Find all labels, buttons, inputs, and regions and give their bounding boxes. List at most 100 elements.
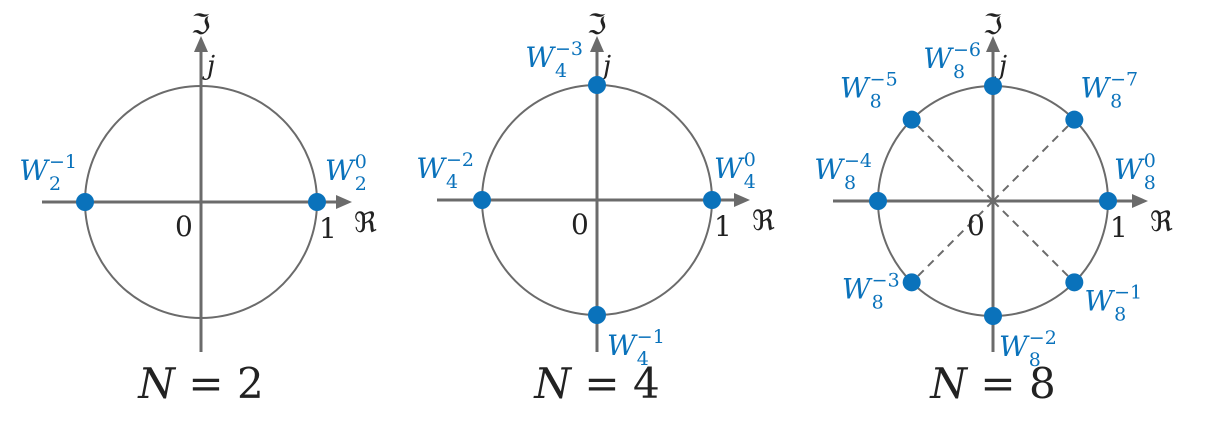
one-label: 1: [319, 212, 337, 245]
root-subscript: 4: [446, 171, 458, 193]
root-point: [902, 110, 921, 129]
root-point: [308, 193, 326, 211]
caption-variable: N: [137, 359, 176, 408]
root-point: [1065, 273, 1084, 292]
imag-axis-arrow-icon: [194, 36, 208, 52]
root-point: [1099, 192, 1117, 210]
root-exponent: −3: [555, 38, 583, 60]
root-exponent: −2: [446, 149, 474, 171]
root-exponent: −4: [844, 150, 872, 172]
root-symbol: W: [814, 153, 845, 186]
root-symbol: W: [999, 330, 1030, 363]
root-subscript: 4: [637, 348, 649, 370]
real-axis-arrow-icon: [734, 193, 750, 207]
root-label: W−12: [19, 151, 77, 195]
root-subscript: 8: [1110, 91, 1122, 113]
real-axis-label: ℜ: [1150, 205, 1173, 238]
root-point: [473, 191, 491, 209]
root-spoke: [910, 200, 994, 284]
root-spoke: [992, 200, 1076, 284]
root-exponent: −6: [953, 39, 981, 61]
real-axis-label: ℜ: [752, 204, 775, 237]
root-point: [902, 273, 921, 292]
root-subscript: 2: [49, 173, 61, 195]
real-axis-arrow-icon: [1132, 194, 1148, 208]
root-subscript: 8: [1114, 303, 1126, 325]
root-symbol: W: [842, 272, 873, 305]
root-point: [588, 306, 606, 324]
root-point: [984, 307, 1002, 325]
root-symbol: W: [525, 41, 556, 74]
caption-value: 4: [633, 359, 660, 408]
root-exponent: −5: [870, 69, 898, 91]
root-point: [984, 77, 1002, 95]
imag-axis-label: ℑ: [587, 8, 607, 41]
origin-label: 0: [175, 210, 193, 243]
root-symbol: W: [923, 42, 954, 75]
root-subscript: 8: [872, 291, 884, 313]
root-subscript: 4: [744, 171, 756, 193]
root-label: W−34: [525, 38, 583, 82]
caption-equals: =: [175, 359, 237, 408]
root-exponent: −1: [49, 151, 77, 173]
root-label: W−38: [842, 269, 900, 313]
root-subscript: 4: [555, 60, 567, 82]
origin-label: 0: [571, 208, 589, 241]
root-spoke: [910, 118, 994, 202]
real-axis-arrow-icon: [336, 195, 352, 209]
root-label: W−58: [840, 69, 898, 113]
root-label: W−24: [416, 149, 474, 193]
root-label: W−14: [607, 326, 665, 370]
origin-label: 0: [967, 209, 985, 242]
root-symbol: W: [325, 154, 356, 187]
root-label: W−48: [814, 150, 872, 194]
imag-unit-label: j: [202, 51, 215, 81]
diagram-caption: N = 8: [929, 359, 1055, 408]
root-label: W−68: [923, 39, 981, 83]
caption-equals: =: [967, 359, 1029, 408]
root-symbol: W: [714, 152, 745, 185]
root-spoke: [992, 118, 1076, 202]
imag-unit-label: j: [994, 51, 1007, 81]
root-exponent: −7: [1110, 69, 1138, 91]
root-subscript: 8: [1029, 349, 1041, 371]
imag-axis-label: ℑ: [983, 8, 1003, 41]
diagram-caption: N = 4: [533, 359, 659, 408]
root-point: [703, 191, 721, 209]
caption-variable: N: [533, 359, 572, 408]
root-label: W−18: [1084, 281, 1142, 325]
root-label: W−28: [999, 327, 1057, 371]
root-point: [869, 192, 887, 210]
caption-value: 2: [237, 359, 264, 408]
root-exponent: −1: [1114, 281, 1142, 303]
real-axis-label: ℜ: [354, 206, 377, 239]
caption-equals: =: [571, 359, 633, 408]
root-exponent: −2: [1029, 327, 1057, 349]
root-point: [76, 193, 94, 211]
imag-unit-label: j: [598, 51, 611, 81]
root-subscript: 8: [870, 91, 882, 113]
root-symbol: W: [607, 329, 638, 362]
root-symbol: W: [840, 72, 871, 105]
root-exponent: 0: [744, 149, 756, 171]
root-point: [588, 76, 606, 94]
root-symbol: W: [19, 154, 50, 187]
diagram-caption: N = 2: [137, 359, 263, 408]
root-symbol: W: [1084, 284, 1115, 317]
root-subscript: 8: [844, 172, 856, 194]
root-label: W−78: [1080, 69, 1138, 113]
root-symbol: W: [1080, 72, 1111, 105]
root-exponent: 0: [1144, 150, 1156, 172]
one-label: 1: [1110, 211, 1128, 244]
root-subscript: 8: [1144, 172, 1156, 194]
imag-axis-label: ℑ: [191, 8, 211, 41]
root-exponent: −3: [872, 269, 900, 291]
root-symbol: W: [1114, 153, 1145, 186]
root-exponent: 0: [355, 151, 367, 173]
